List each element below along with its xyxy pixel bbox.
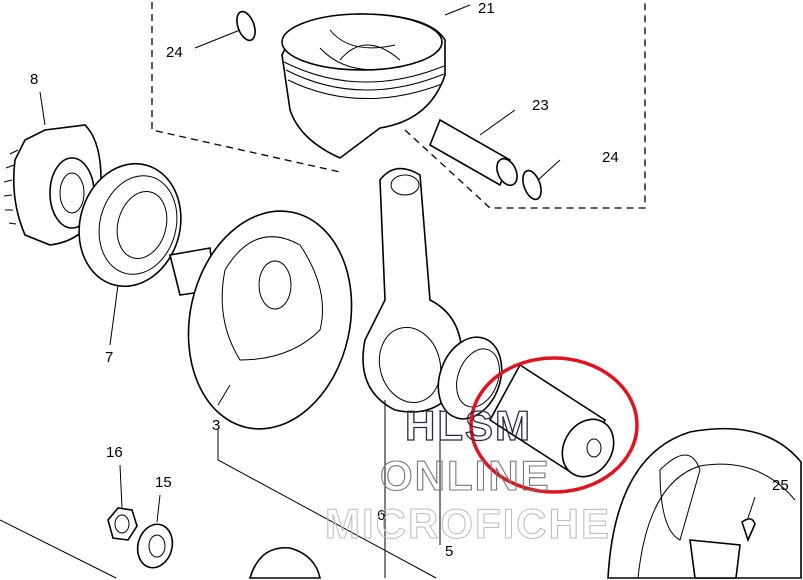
piston[interactable]	[281, 13, 446, 159]
leader-lines	[0, 4, 756, 579]
crank-wheel-left[interactable]	[169, 196, 371, 444]
crank-pin[interactable]	[488, 363, 624, 486]
connecting-rod[interactable]	[362, 167, 463, 413]
circlip-top[interactable]	[233, 9, 258, 43]
nut[interactable]	[107, 507, 138, 541]
label-3: 3	[212, 417, 220, 434]
label-23: 23	[532, 97, 549, 114]
label-15: 15	[155, 474, 172, 491]
label-25: 25	[772, 477, 789, 494]
label-5: 5	[445, 543, 453, 560]
highlight-circle	[469, 356, 639, 494]
key[interactable]	[741, 518, 756, 543]
circlip-right[interactable]	[519, 168, 544, 202]
label-8: 8	[30, 71, 38, 88]
piston-group-outline	[151, 2, 646, 209]
watermark-line2: ONLINE	[380, 452, 551, 499]
gear-bottom[interactable]	[248, 547, 321, 579]
bearing[interactable]	[66, 152, 195, 298]
needle-bearing[interactable]	[427, 328, 512, 427]
label-16: 16	[106, 444, 123, 461]
label-24-top: 24	[166, 44, 183, 61]
label-24-right: 24	[602, 149, 619, 166]
label-6: 6	[377, 507, 385, 524]
watermark-line3: MICROFICHE	[325, 500, 611, 547]
washer[interactable]	[133, 520, 177, 571]
label-7: 7	[105, 349, 113, 366]
crank-wheel-right[interactable]	[607, 427, 802, 579]
watermark-line1: HLSM	[405, 402, 532, 449]
piston-pin[interactable]	[428, 118, 521, 188]
label-21: 21	[478, 0, 495, 17]
